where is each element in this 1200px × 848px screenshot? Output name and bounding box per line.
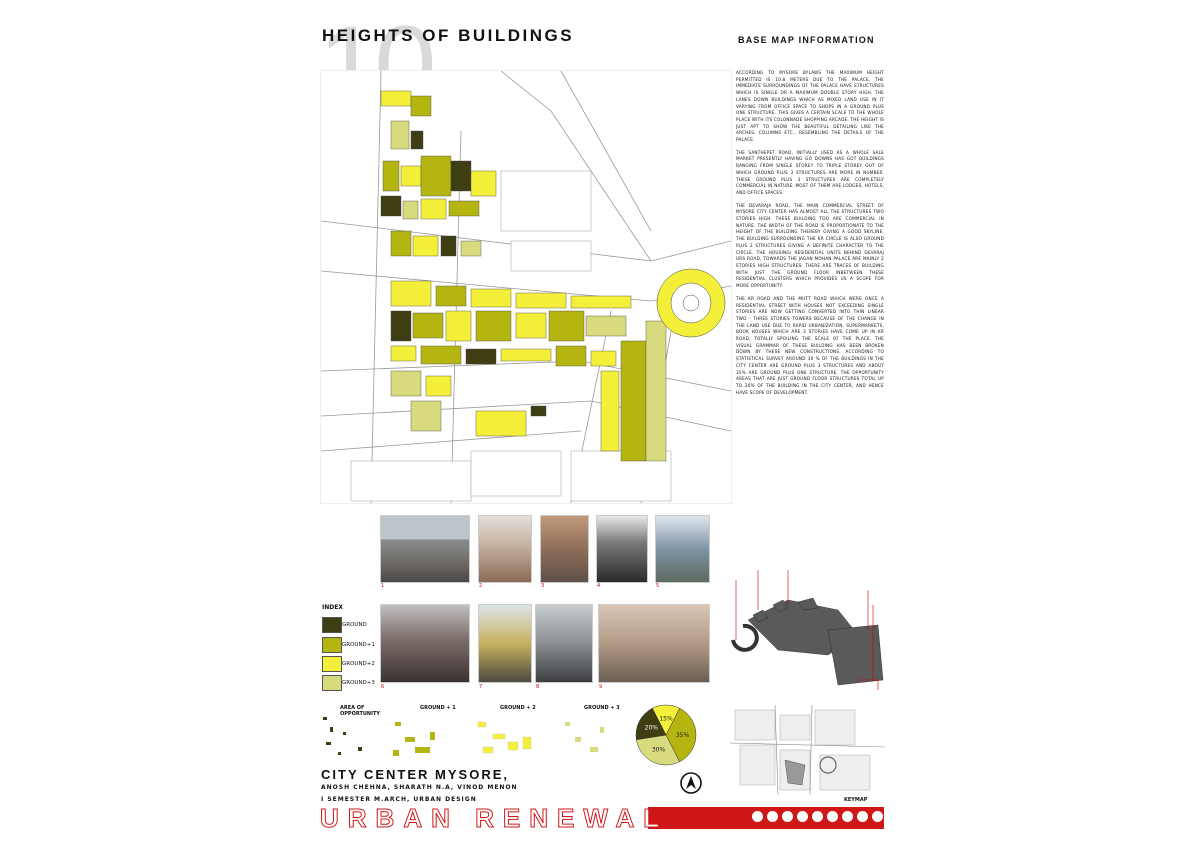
banner-title: URBAN RENEWAL [319, 803, 669, 833]
pie-slice-label: 20% [645, 725, 659, 732]
north-arrow-icon [680, 772, 702, 794]
project-authors: ANOSH CHEHNA, SHARATH N.A, VINOD MENON [321, 784, 518, 791]
street-photo [540, 515, 589, 583]
street-photo [380, 604, 470, 683]
legend-label: GROUND+3 [342, 680, 375, 686]
legend-label: GROUND [342, 622, 367, 628]
street-photo [380, 515, 470, 583]
dot [812, 811, 823, 822]
dot [782, 811, 793, 822]
dot [872, 811, 883, 822]
photo-number: 2 [479, 583, 483, 589]
photo-number: 6 [381, 684, 385, 690]
building-heights-pie-chart: 15% 35% 30% 20% [635, 704, 697, 766]
thumbnail-ground-1 [393, 722, 435, 756]
street-photo [478, 515, 532, 583]
dot [752, 811, 763, 822]
legend-swatch-ground [322, 617, 342, 633]
project-course: I SEMESTER M.ARCH, URBAN DESIGN [321, 796, 477, 803]
isometric-model-svg [731, 570, 884, 690]
paragraph: According to Mysore bylaws the maximum h… [736, 70, 884, 143]
paragraph: The KR road and the mutt road which were… [736, 295, 884, 395]
thumbnail-opportunity [323, 717, 362, 755]
legend-label: GROUND+1 [342, 642, 375, 648]
street-photo [655, 515, 710, 583]
paragraph: The Devaraja road, the main commercial s… [736, 202, 884, 289]
photo-number: 3 [541, 583, 545, 589]
thumbnail-label: GROUND + 2 [500, 705, 536, 711]
photo-number: 1 [381, 583, 385, 589]
photo-number: 7 [479, 684, 483, 690]
section-subtitle: BASE MAP INFORMATION [738, 35, 875, 45]
dot [767, 811, 778, 822]
paragraph: The Santhepet road, initially used as a … [736, 149, 884, 195]
photo-number: 9 [599, 684, 603, 690]
pie-slice-label: 30% [652, 747, 666, 754]
dot [887, 811, 898, 822]
legend-label: GROUND+2 [342, 661, 375, 667]
legend-swatch-ground-1 [322, 637, 342, 653]
pie-slice [636, 734, 680, 766]
photo-number: 8 [536, 684, 540, 690]
pie-slice [665, 707, 697, 763]
thumbnail-label: GROUND + 3 [584, 705, 620, 711]
banner-dots [752, 811, 898, 822]
keymap-label: KEYMAP [844, 797, 868, 803]
thumbnail-label: AREA OF OPPORTUNITY [340, 705, 381, 717]
street-photo [478, 604, 532, 683]
pie-slice-label: 15% [659, 716, 673, 723]
heights-map-svg [320, 70, 732, 504]
photo-number: 5 [656, 583, 660, 589]
photo-number: 4 [597, 583, 601, 589]
description-text: According to Mysore bylaws the maximum h… [736, 70, 884, 402]
dot [797, 811, 808, 822]
page-title: HEIGHTS OF BUILDINGS [322, 26, 575, 45]
street-photo [598, 604, 710, 683]
thumbnail-label: GROUND + 1 [420, 705, 456, 711]
legend-title: INDEX [322, 604, 343, 611]
dot [827, 811, 838, 822]
pie-slice [635, 707, 667, 740]
pie-slice-label: 35% [676, 732, 690, 739]
legend-swatch-ground-2 [322, 656, 342, 672]
dot [842, 811, 853, 822]
project-city: CITY CENTER MYSORE, [321, 767, 510, 782]
banner-white-panel [318, 807, 648, 829]
dot [857, 811, 868, 822]
keymap [730, 705, 885, 795]
base-map [320, 70, 732, 504]
street-photo [535, 604, 593, 683]
isometric-model [718, 560, 888, 700]
legend-swatch-ground-3 [322, 675, 342, 691]
street-photo [596, 515, 648, 583]
thumbnail-ground-2 [477, 721, 532, 754]
thumbnail-ground-3 [565, 722, 604, 752]
kr-circle [656, 268, 726, 338]
